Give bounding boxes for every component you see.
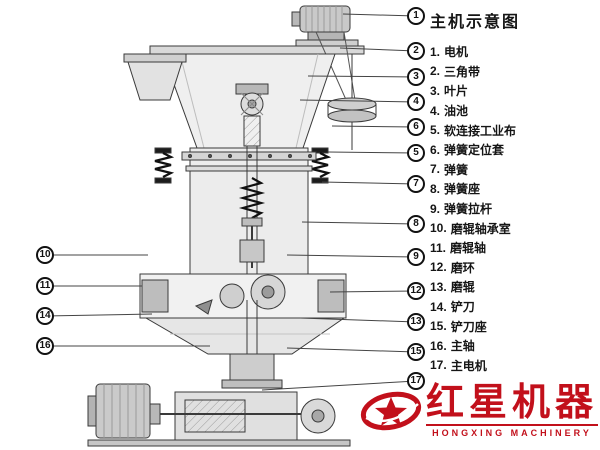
callout-1: 1 bbox=[407, 7, 425, 25]
legend-item-7: 7.弹簧 bbox=[430, 162, 469, 177]
legend-item-6: 6.弹簧定位套 bbox=[430, 142, 505, 158]
legend-item-12: 12.磨环 bbox=[430, 260, 475, 275]
legend-item-10: 10.磨辊轴承室 bbox=[430, 221, 511, 236]
legend-item-16: 16.主轴 bbox=[430, 338, 475, 354]
hongxing-logo-icon bbox=[360, 391, 422, 431]
callout-7: 7 bbox=[407, 175, 425, 193]
legend-item-5: 5.软连接工业布 bbox=[430, 123, 517, 138]
legend-item-15: 15.铲刀座 bbox=[430, 319, 487, 334]
legend-item-2: 2.三角带 bbox=[430, 64, 481, 79]
callout-8: 8 bbox=[407, 215, 425, 233]
callout-4: 4 bbox=[407, 93, 425, 111]
callout-15: 15 bbox=[407, 343, 425, 361]
callout-5: 5 bbox=[407, 144, 425, 162]
legend-title: 主机示意图 bbox=[430, 14, 521, 31]
legend-item-17: 17.主电机 bbox=[430, 358, 487, 373]
callout-10: 10 bbox=[36, 246, 54, 264]
callout-6: 6 bbox=[407, 118, 425, 136]
callout-11: 11 bbox=[36, 277, 54, 295]
brand-subtitle: HONGXING MACHINERY bbox=[425, 424, 598, 438]
brand-watermark: 红星机器 HONGXING MACHINERY bbox=[360, 384, 598, 438]
watermark-text: 红星机器 HONGXING MACHINERY bbox=[425, 382, 598, 438]
leader-lines bbox=[44, 13, 417, 391]
legend-item-8: 8.弹簧座 bbox=[430, 181, 481, 197]
parts-legend: 主机示意图 1.电机 2.三角带 3.叶片 4.油池 5.软连接工业布 6.弹簧定位套 7.… bbox=[430, 2, 598, 375]
brand-name: 红星机器 bbox=[425, 382, 598, 424]
callout-2: 2 bbox=[407, 42, 425, 60]
callout-13: 13 bbox=[407, 313, 425, 331]
legend-list: 1.电机 2.三角带 3.叶片 4.油池 5.软连接工业布 6.弹簧定位套 7.弹簧 8.弹簧… bbox=[430, 42, 598, 375]
legend-item-14: 14.铲刀 bbox=[430, 299, 475, 315]
legend-item-3: 3.叶片 bbox=[430, 83, 469, 99]
callout-17: 17 bbox=[407, 372, 425, 390]
legend-item-11: 11.磨辊轴 bbox=[430, 240, 487, 256]
legend-item-1: 1.电机 bbox=[430, 44, 469, 60]
callout-16: 16 bbox=[36, 337, 54, 355]
callout-12: 12 bbox=[407, 282, 425, 300]
callout-9: 9 bbox=[407, 248, 425, 266]
legend-item-4: 4.油池 bbox=[430, 103, 469, 119]
drawing-lines bbox=[87, 5, 377, 447]
legend-item-9: 9.弹簧拉杆 bbox=[430, 201, 493, 217]
legend-item-13: 13.磨辊 bbox=[430, 279, 475, 295]
callout-3: 3 bbox=[407, 68, 425, 86]
callout-14: 14 bbox=[36, 307, 54, 325]
